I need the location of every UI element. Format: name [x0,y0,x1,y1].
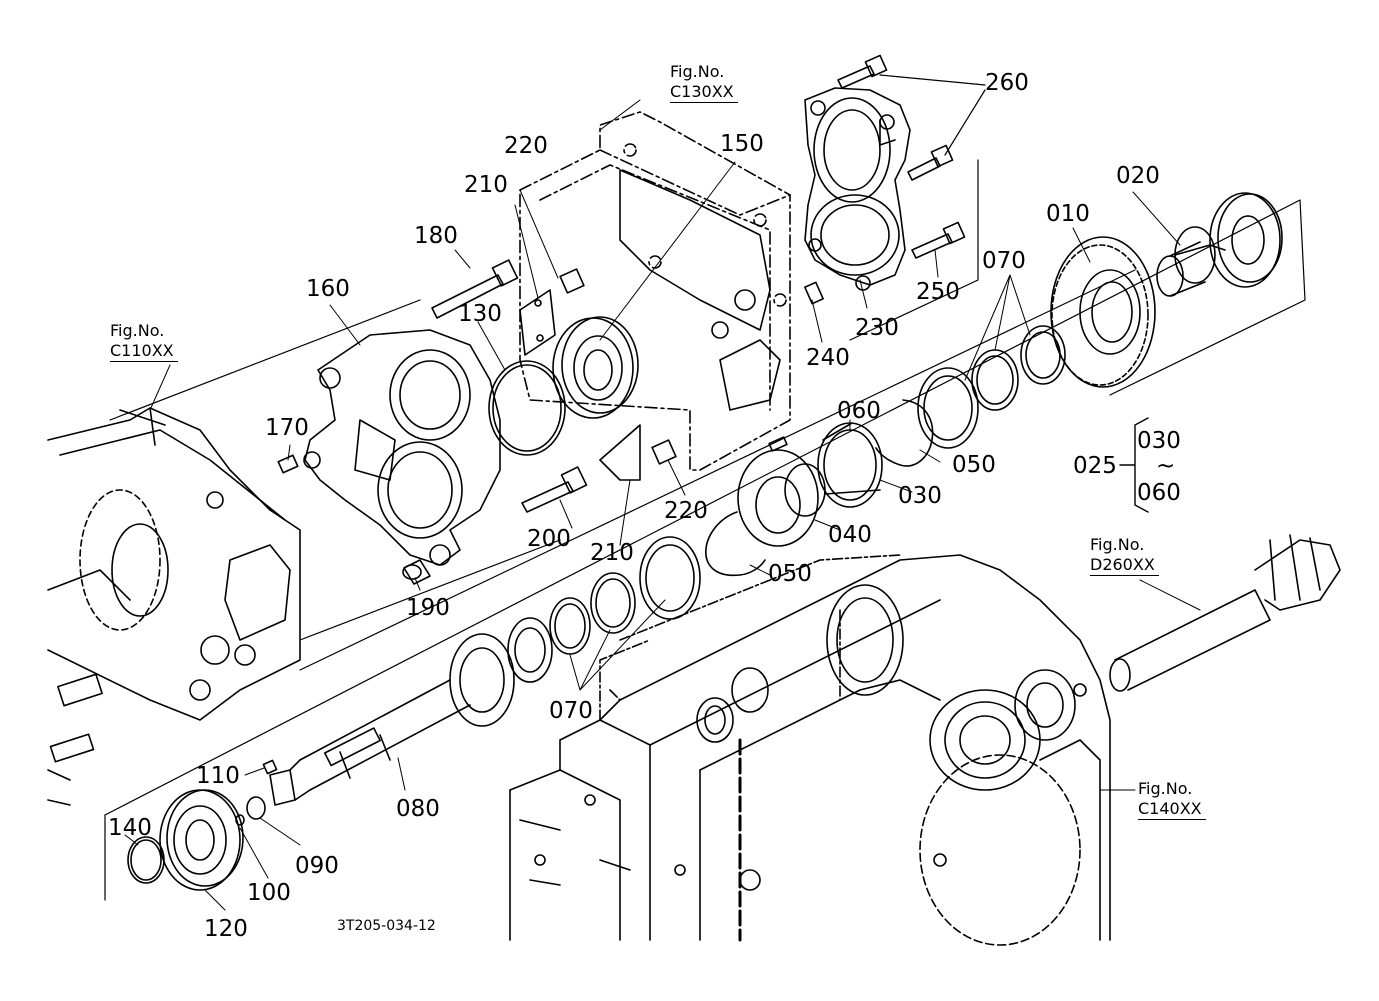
snap-ring-050-upper [875,399,934,467]
callout-170: 170 [265,415,309,441]
top-housing-outline [519,111,791,471]
gear-010 [1050,236,1156,388]
range-note-main: 025 [1073,453,1117,479]
lower-housing-gear [696,584,904,743]
callout-210-lower: 210 [590,540,634,566]
lower-housing-bearing [919,669,1087,946]
callout-220-upper: 220 [504,133,548,159]
hub-sleeve-060 [817,422,883,508]
figure-ref-d260: Fig.No. D260XX [1090,535,1159,576]
callout-040: 040 [828,522,872,548]
figure-ref-c140: Fig.No. C140XX [1138,779,1206,820]
top-housing-solid [619,169,781,411]
pin-240 [804,281,824,305]
callout-220-lower: 220 [664,498,708,524]
figure-ref-label: Fig.No. [1138,779,1193,798]
o-ring-090 [246,796,266,820]
callout-130: 130 [458,301,502,327]
range-bracket-025 [1119,417,1149,513]
callout-180: 180 [414,223,458,249]
cover-plate-160 [303,329,501,566]
figure-ref-label: Fig.No. [110,321,165,340]
callout-050-upper: 050 [952,452,996,478]
left-transmission-housing [47,407,301,806]
callout-230: 230 [855,315,899,341]
callout-110: 110 [196,763,240,789]
synchronizer-hub-040 [737,436,826,547]
callout-070-lower: 070 [549,698,593,724]
range-note-upper: 030 [1137,428,1181,454]
o-ring-130 [488,360,566,456]
callout-010: 010 [1046,201,1090,227]
bolt-260-upper [837,54,888,89]
bolt-260-lower [907,144,954,181]
callout-080: 080 [396,796,440,822]
key-110 [262,759,278,775]
plate-210-upper [519,289,556,356]
main-shaft-080 [269,617,553,806]
bolt-180 [431,259,519,319]
callout-060: 060 [837,398,881,424]
callout-030: 030 [898,483,942,509]
figure-ref-c110: Fig.No. C110XX [110,321,178,362]
callout-160: 160 [306,276,350,302]
bearing-020 [1209,192,1283,288]
ring-070-lower-b [590,572,636,634]
plate-210-lower [599,424,641,481]
drawing-code: 3T205-034-12 [337,918,436,934]
figure-ref-code: D260XX [1090,555,1159,576]
ring-070-lower-c [549,597,591,655]
figure-ref-code: C140XX [1138,799,1206,820]
bushing-190 [402,559,431,585]
callout-190: 190 [406,595,450,621]
range-note-lower: 060 [1137,480,1181,506]
ring-070-lower-a [639,536,701,620]
callout-150: 150 [720,131,764,157]
callout-260: 260 [985,70,1029,96]
bolt-250 [911,221,966,259]
bolt-220-lower [651,439,677,465]
callout-210-upper: 210 [464,172,508,198]
lower-housing-dashed [599,554,901,721]
pin-170 [277,454,299,474]
lower-housing-outline [509,554,1111,941]
callout-070-upper: 070 [982,248,1026,274]
bearing-120 [159,789,244,891]
bolt-200 [521,466,588,513]
snap-ring-050-lower [705,511,766,576]
bevel-pinion-shaft [1109,534,1341,692]
callout-240: 240 [806,345,850,371]
range-note-tilde: ~ [1156,453,1176,479]
figure-ref-label: Fig.No. [670,62,725,81]
figure-ref-c130: Fig.No. C130XX [670,62,738,103]
assembly-guide-lines [104,199,1306,901]
ring-070-upper-a [1020,325,1066,385]
collar-020 [1156,226,1226,297]
bearing-150 [552,316,639,419]
figure-ref-code: C110XX [110,341,178,362]
figure-ref-code: C130XX [670,82,738,103]
callout-250: 250 [916,279,960,305]
callout-050-lower: 050 [768,561,812,587]
callout-120: 120 [204,916,248,942]
callout-140: 140 [108,815,152,841]
ring-070-upper-b [971,349,1019,411]
bearing-holder-230 [804,87,911,291]
figure-ref-label: Fig.No. [1090,535,1145,554]
callout-090: 090 [295,853,339,879]
snap-ring-140 [127,836,165,884]
callout-020: 020 [1116,163,1160,189]
callout-100: 100 [247,880,291,906]
bolt-220-upper [559,268,585,294]
leader-lines [124,99,1201,911]
callout-200: 200 [527,526,571,552]
ring-070-upper-c [917,367,979,449]
